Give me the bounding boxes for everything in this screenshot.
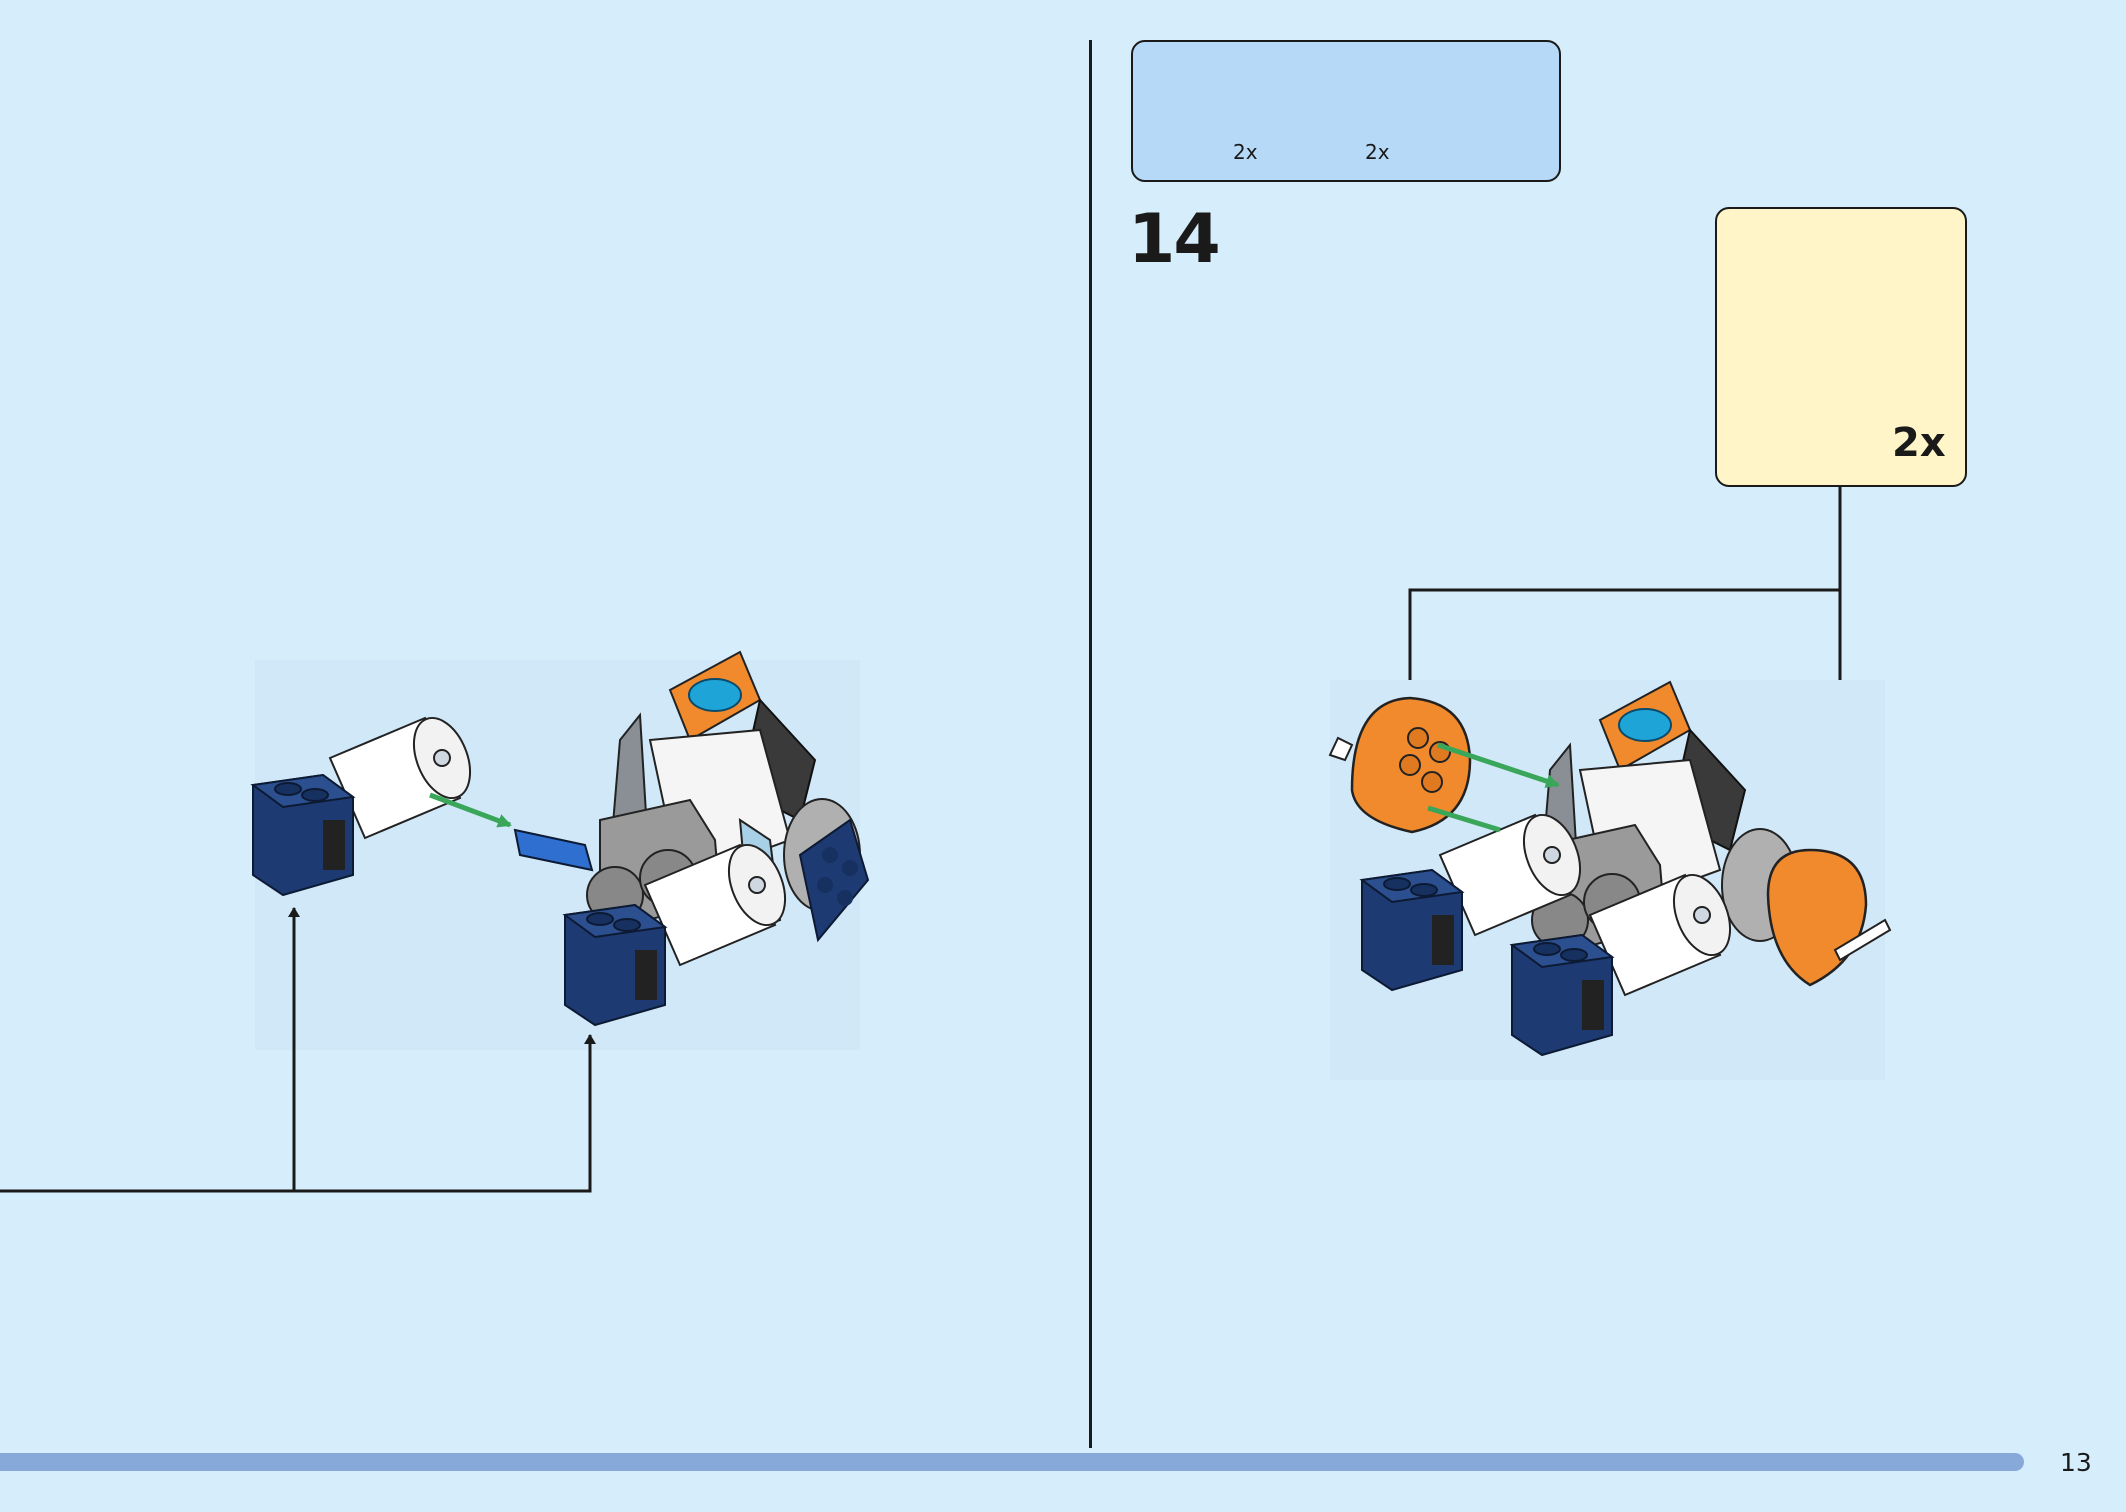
progress-bar — [0, 1453, 2024, 1471]
page-divider — [1089, 40, 1092, 1448]
step-14-assembly-drawing — [1328, 680, 1892, 1080]
callout-count: 2x — [1892, 420, 1946, 466]
parts-list-box — [1131, 40, 1561, 182]
left-connector-arrows — [0, 907, 596, 1193]
page-number: 13 — [2060, 1448, 2092, 1477]
left-assembly-drawing — [252, 650, 870, 1050]
sub-assembly-callout — [1715, 207, 1967, 487]
step-number: 14 — [1128, 200, 1221, 279]
part-count-orange-dome: 2x — [1365, 140, 1390, 164]
part-count-t-pin: 2x — [1233, 140, 1258, 164]
